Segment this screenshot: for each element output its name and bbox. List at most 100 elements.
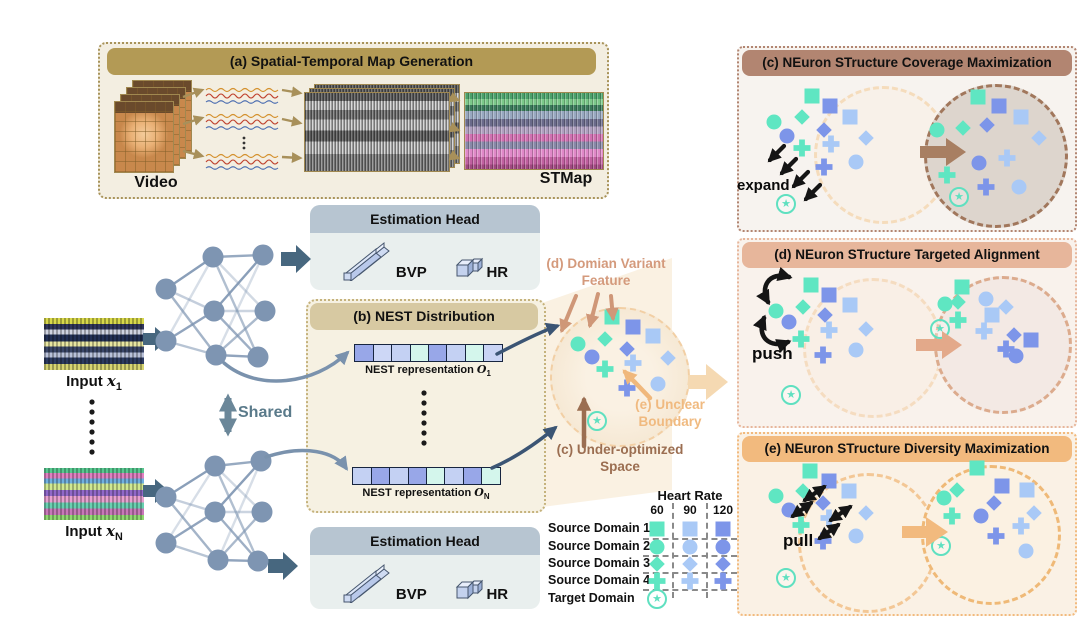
input-xn-image [44,468,144,520]
legend-col-header: 120 [712,503,734,517]
nest-cell [370,467,391,485]
bvp-label: BVP [395,586,427,603]
nest-cell [462,467,483,485]
legend-col-header: 90 [683,503,697,517]
nest-cell [407,467,428,485]
annotation-line: Space [600,459,640,474]
legend-divider [706,503,708,598]
nest-cell [409,344,430,362]
scatter-sq [969,460,985,476]
estimation-head-title: Estimation Head [310,527,540,555]
network-node [204,501,226,523]
legend-row-label: Source Domain 4 [548,573,651,587]
pull-label: pull [783,531,814,550]
network-node [247,346,269,368]
nest-distribution-panel: (b) NEST Distribution NEST representatio… [306,299,546,513]
bvp-item: BVP [342,561,427,603]
scatter-sq [821,287,837,303]
legend-col-header: 60 [650,503,664,517]
input-sub: N [114,531,123,543]
network-node [247,550,269,572]
bvp-icon [343,563,390,603]
nest-cell [446,344,467,362]
nest-rep-text: NEST representation [362,487,475,499]
nest-rep-1-label: NEST representation O1 [348,363,508,378]
nest-title: (b) NEST Distribution [310,303,538,330]
panel-a-title: (a) Spatial-Temporal Map Generation [107,48,596,75]
legend-symbol [714,572,732,590]
nest-cell [481,467,502,485]
annotation-line: (e) Unclear [635,397,705,412]
scatter-ci [978,291,994,307]
scatter-sq [822,98,838,114]
scatter-ci [971,155,987,171]
legend-symbol [649,521,665,537]
expand-label: expand [737,177,790,194]
nest-cell [354,344,375,362]
legend-symbol [715,556,731,572]
panel-d-title: (d) NEuron STructure Targeted Alignment [742,242,1072,268]
network-node [203,300,225,322]
scatter-sq [645,328,661,344]
scatter-sq [1023,332,1039,348]
scatter-ci [1018,543,1034,559]
input-x1-image [44,318,144,370]
bvp-label: BVP [395,264,427,281]
input-sub: 1 [115,381,122,393]
nest-representation-1 [354,344,504,362]
unclear-boundary-annotation: (e) Unclear Boundary [624,396,716,430]
network-node [205,344,227,366]
scatter-sq [604,309,620,325]
scatter-ci [929,122,945,138]
scatter-sq [991,98,1007,114]
hr-label: HR [486,264,509,281]
push-label: push [752,344,793,363]
nest-cell [352,467,373,485]
scatter-ci [570,336,586,352]
target-domain-star: ★ [776,568,796,588]
raw-stmap-layer [304,92,450,172]
scatter-sq [954,279,970,295]
domain-variant-annotation: (d) Domian Variant Feature [538,255,674,289]
network-node [202,246,224,268]
stmap-image-icon [464,92,604,170]
nest-representation-n [352,467,502,485]
input-var: x [106,372,116,390]
legend-symbol [648,572,666,590]
scatter-ci [768,488,784,504]
scatter-ci [781,314,797,330]
nest-cell [391,344,412,362]
legend-row-label: Source Domain 3 [548,556,651,570]
nest-cell [428,344,449,362]
scatter-ci [848,528,864,544]
input-xn-label: Input xN [44,522,144,543]
network-node [155,486,177,508]
scatter-ci [781,502,797,518]
scatter-sq [625,319,641,335]
network-node [155,532,177,554]
target-domain-star: ★ [587,411,607,431]
network-node [155,278,177,300]
scatter-sq [842,297,858,313]
rgb-signal-traces-icon [205,87,279,170]
target-domain-star: ★ [931,536,951,556]
shared-label: Shared [238,404,293,421]
scatter-ci [848,342,864,358]
scatter-sq [802,463,818,479]
legend-symbol [682,521,698,537]
scatter-ci [1008,348,1024,364]
scatter-sq [1019,482,1035,498]
scatter-sq [970,89,986,105]
network-node [254,300,276,322]
hr-item: HR [454,255,508,281]
nest-rep-text: NEST representation [365,364,477,376]
scatter-sq [821,473,837,489]
video-frames-icon [114,80,198,176]
scatter-sq [804,88,820,104]
video-frame-icon [114,101,174,173]
network-node [252,244,274,266]
scatter-ci [650,376,666,392]
estimation-head-title: Estimation Head [310,205,540,233]
annotation-line: (c) Under-optimized [556,442,684,457]
legend-title: Heart Rate [657,488,723,503]
